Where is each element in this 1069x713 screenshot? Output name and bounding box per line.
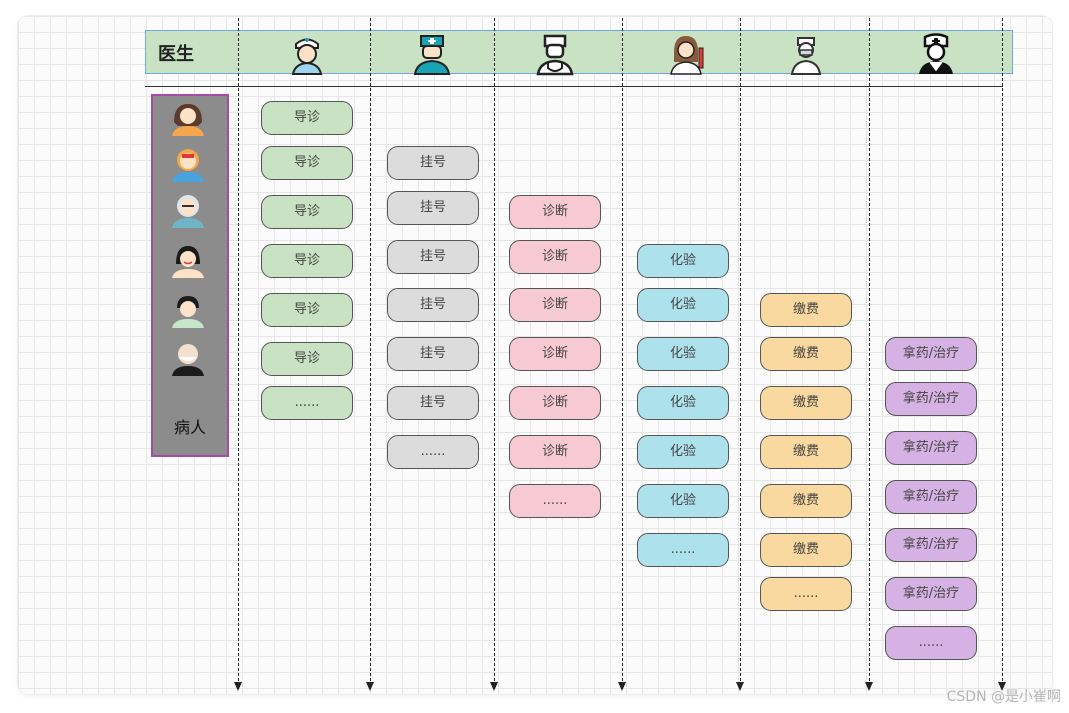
diagnosis-more-box: ...... (509, 484, 601, 518)
triage-box: 导诊 (261, 244, 353, 278)
registration-more-box: ...... (387, 435, 479, 469)
lane-separator (622, 18, 623, 686)
diagnosis-box: 诊断 (509, 240, 601, 274)
triage-box: 导诊 (261, 293, 353, 327)
lab-test-more-box: ...... (637, 533, 729, 567)
doctor-header-band (145, 30, 1013, 74)
diagnosis-box: 诊断 (509, 337, 601, 371)
lab-test-box: 化验 (637, 337, 729, 371)
lane-separator (869, 18, 870, 686)
lab-test-box: 化验 (637, 288, 729, 322)
diagnosis-box: 诊断 (509, 195, 601, 229)
medicine-treatment-box: 拿药/治疗 (885, 431, 977, 465)
lane-separator (494, 18, 495, 686)
lab-test-box: 化验 (637, 435, 729, 469)
triage-box: 导诊 (261, 342, 353, 376)
arrow-down-icon (998, 682, 1006, 691)
payment-box: 缴费 (760, 337, 852, 371)
triage-box: 导诊 (261, 195, 353, 229)
payment-box: 缴费 (760, 293, 852, 327)
medicine-treatment-box: 拿药/治疗 (885, 480, 977, 514)
diagnosis-box: 诊断 (509, 288, 601, 322)
arrow-down-icon (736, 682, 744, 691)
patient-elder-man-icon (172, 195, 204, 228)
patient-label: 病人 (173, 418, 206, 437)
medicine-treatment-more-box: ...... (885, 626, 977, 660)
lane-separator (740, 18, 741, 686)
nurse-syringe-icon (670, 36, 704, 75)
doctor-stethoscope-icon (536, 34, 574, 76)
medicine-treatment-box: 拿药/治疗 (885, 337, 977, 371)
registration-box: 挂号 (387, 240, 479, 274)
patient-panel (151, 94, 229, 457)
medicine-treatment-box: 拿药/治疗 (885, 528, 977, 562)
arrow-down-icon (366, 682, 374, 691)
patient-girl-icon (172, 104, 204, 136)
diagnosis-box: 诊断 (509, 435, 601, 469)
head-nurse-icon (919, 33, 953, 74)
payment-box: 缴费 (760, 533, 852, 567)
payment-more-box: ...... (760, 577, 852, 611)
registration-box: 挂号 (387, 146, 479, 180)
lab-test-box: 化验 (637, 244, 729, 278)
doctor-header-label: 医生 (158, 44, 194, 65)
arrow-down-icon (490, 682, 498, 691)
lab-test-box: 化验 (637, 484, 729, 518)
diagnosis-box: 诊断 (509, 386, 601, 420)
registration-box: 挂号 (387, 386, 479, 420)
payment-box: 缴费 (760, 386, 852, 420)
masked-doctor-icon (790, 37, 822, 75)
watermark: CSDN @是小崔啊 (946, 689, 1061, 705)
lane-separator (370, 18, 371, 686)
registration-box: 挂号 (387, 288, 479, 322)
arrow-down-icon (865, 682, 873, 691)
triage-more-box: ...... (261, 386, 353, 420)
payment-box: 缴费 (760, 484, 852, 518)
registration-box: 挂号 (387, 191, 479, 225)
lab-test-box: 化验 (637, 386, 729, 420)
registration-box: 挂号 (387, 337, 479, 371)
lane-separator (238, 18, 239, 686)
payment-box: 缴费 (760, 435, 852, 469)
header-divider (145, 86, 1003, 87)
lane-separator (1002, 18, 1003, 686)
patient-woman-icon (172, 149, 204, 182)
arrow-down-icon (618, 682, 626, 691)
medicine-treatment-box: 拿药/治疗 (885, 577, 977, 611)
triage-box: 导诊 (261, 101, 353, 135)
nurse-icon (291, 38, 323, 75)
patient-boy-icon (172, 296, 204, 328)
arrow-down-icon (234, 682, 242, 691)
surgeon-icon (413, 35, 451, 75)
patient-woman-2-icon (172, 246, 204, 278)
patient-bald-elder-icon (172, 344, 204, 376)
triage-box: 导诊 (261, 146, 353, 180)
medicine-treatment-box: 拿药/治疗 (885, 382, 977, 416)
